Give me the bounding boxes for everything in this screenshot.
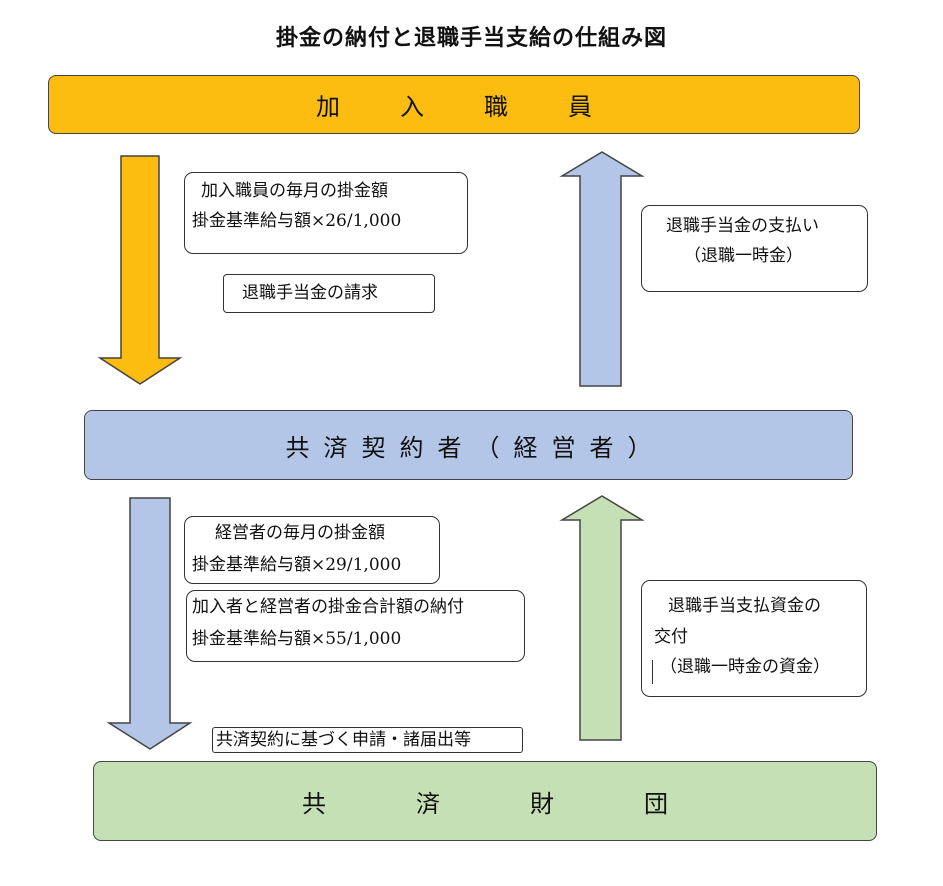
- contractor-label: 共済契約者（経営者）: [285, 433, 666, 462]
- diagram-title: 掛金の納付と退職手当支給の仕組み図: [275, 26, 667, 51]
- application-notification-box: 共済契約に基づく申請・諸届出等: [212, 727, 523, 753]
- member-monthly-contribution-box: 加入職員の毎月の掛金額 掛金基準給与額×26/1,000: [184, 172, 468, 254]
- down-arrow-orange: [97, 155, 183, 385]
- total-contribution-payment-box: 加入者と経営者の掛金合計額の納付 掛金基準給与額×55/1,000: [186, 590, 525, 662]
- employer-contribution-line1: 経営者の毎月の掛金額: [215, 523, 385, 543]
- retirement-payment-line2: （退職一時金）: [684, 245, 803, 266]
- application-notification-label: 共済契約に基づく申請・諸届出等: [216, 730, 471, 750]
- contractor-bar: 共済契約者（経営者）: [84, 410, 853, 480]
- retirement-claim-box: 退職手当金の請求: [223, 274, 435, 313]
- funds-delivery-line2: 交付: [654, 626, 688, 647]
- total-contribution-line2: 掛金基準給与額×55/1,000: [192, 629, 402, 650]
- member-staff-bar: 加入職員: [48, 75, 860, 134]
- funds-delivery-line1: 退職手当支払資金の: [668, 596, 821, 616]
- member-contribution-line1: 加入職員の毎月の掛金額: [201, 181, 388, 201]
- mutual-aid-foundation-bar: 共済財団: [93, 761, 877, 841]
- retirement-claim-label: 退職手当金の請求: [242, 283, 378, 303]
- up-arrow-green: [559, 495, 645, 741]
- member-staff-label: 加入職員: [316, 93, 652, 121]
- retirement-payment-line1: 退職手当金の支払い: [666, 216, 819, 236]
- employer-contribution-line2: 掛金基準給与額×29/1,000: [192, 555, 402, 576]
- employer-monthly-contribution-box: 経営者の毎月の掛金額 掛金基準給与額×29/1,000: [184, 516, 440, 584]
- funds-delivery-box: 退職手当支払資金の 交付 （退職一時金の資金）: [641, 580, 867, 697]
- member-contribution-line2: 掛金基準給与額×26/1,000: [192, 210, 402, 231]
- down-arrow-blue: [106, 497, 193, 750]
- retirement-payment-box: 退職手当金の支払い （退職一時金）: [641, 205, 868, 292]
- up-arrow-blue: [559, 151, 645, 387]
- text-cursor-mark: [652, 660, 653, 684]
- funds-delivery-line3: （退職一時金の資金）: [660, 657, 830, 678]
- mutual-aid-foundation-label: 共済財団: [302, 789, 758, 818]
- total-contribution-line1: 加入者と経営者の掛金合計額の納付: [192, 597, 464, 617]
